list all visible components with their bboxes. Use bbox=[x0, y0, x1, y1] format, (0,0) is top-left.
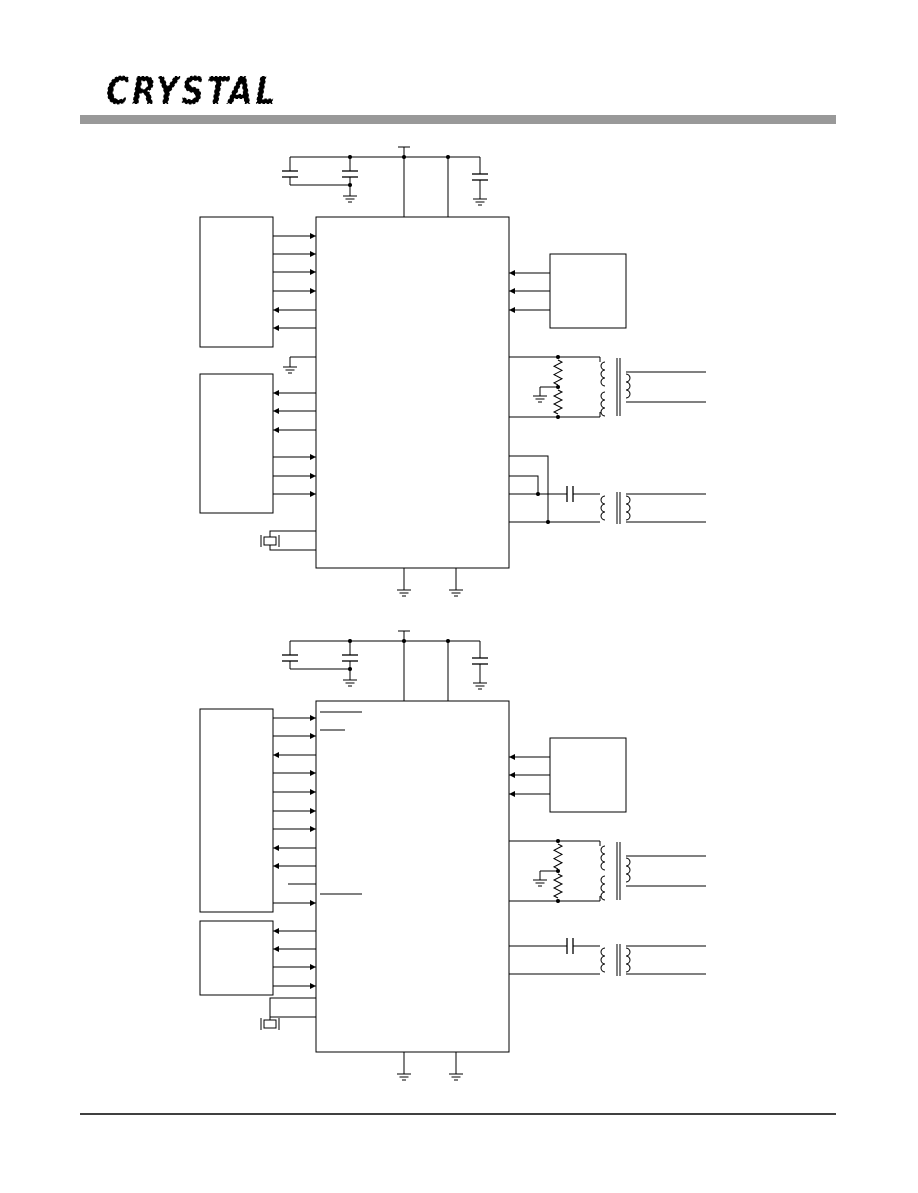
arrow-icon bbox=[310, 770, 316, 776]
control-logic-block bbox=[549, 737, 627, 813]
arrow-icon bbox=[310, 808, 316, 814]
coil-icon bbox=[600, 495, 606, 521]
junction-dot bbox=[402, 155, 406, 159]
transceiver-ic bbox=[315, 700, 510, 1053]
arrow-icon bbox=[273, 307, 279, 313]
arrow-icon bbox=[310, 269, 316, 275]
arrow-icon bbox=[273, 390, 279, 396]
arrow-icon bbox=[273, 427, 279, 433]
crystal-logo: CRYSTAL CRYSTAL bbox=[105, 68, 278, 114]
arrow-icon bbox=[509, 754, 515, 760]
junction-dot bbox=[348, 183, 352, 187]
arrow-icon bbox=[509, 791, 515, 797]
resistor-icon bbox=[552, 843, 564, 870]
upper-application-schematic bbox=[199, 146, 706, 597]
arrow-icon bbox=[310, 826, 316, 832]
arrow-icon bbox=[273, 845, 279, 851]
wire bbox=[269, 545, 316, 551]
coil-icon bbox=[600, 875, 606, 901]
serial-port-block bbox=[199, 373, 274, 514]
arrow-icon bbox=[310, 288, 316, 294]
arrow-icon bbox=[310, 454, 316, 460]
arrow-icon bbox=[273, 946, 279, 952]
arrow-icon bbox=[509, 270, 515, 276]
wire bbox=[509, 455, 549, 522]
coil-icon bbox=[625, 495, 631, 521]
wire bbox=[509, 475, 539, 494]
coil-icon bbox=[625, 857, 631, 883]
arrow-icon bbox=[273, 863, 279, 869]
host-interface-block bbox=[199, 216, 274, 348]
transceiver-ic bbox=[315, 216, 510, 569]
coil-icon bbox=[625, 947, 631, 973]
wire bbox=[269, 997, 316, 1020]
coil-icon bbox=[625, 373, 631, 399]
junction-dot bbox=[402, 639, 406, 643]
wire bbox=[269, 1016, 316, 1028]
arrow-icon bbox=[509, 307, 515, 313]
coil-icon bbox=[600, 361, 606, 387]
arrow-icon bbox=[310, 900, 316, 906]
lower-application-schematic bbox=[199, 630, 706, 1081]
header-rule bbox=[80, 115, 836, 124]
arrow-icon bbox=[310, 473, 316, 479]
control-logic-block bbox=[549, 253, 627, 329]
arrow-icon bbox=[310, 491, 316, 497]
wire bbox=[269, 530, 316, 537]
resistor-icon bbox=[552, 389, 564, 415]
arrow-icon bbox=[273, 325, 279, 331]
arrow-icon bbox=[273, 408, 279, 414]
coil-icon bbox=[600, 391, 606, 417]
coil-icon bbox=[600, 947, 606, 973]
host-interface-block bbox=[199, 708, 274, 913]
arrow-icon bbox=[310, 964, 316, 970]
arrow-icon bbox=[509, 288, 515, 294]
arrow-icon bbox=[310, 251, 316, 257]
crystal-logo-stripes: CRYSTAL bbox=[106, 69, 278, 113]
coil-icon bbox=[600, 845, 606, 871]
arrow-icon bbox=[310, 789, 316, 795]
crystal-icon bbox=[263, 1019, 277, 1029]
junction-dot bbox=[348, 667, 352, 671]
crystal-logo-outline: CRYSTAL bbox=[106, 69, 278, 113]
resistor-icon bbox=[552, 873, 564, 899]
arrow-icon bbox=[310, 983, 316, 989]
serial-port-block bbox=[199, 920, 274, 996]
arrow-icon bbox=[509, 772, 515, 778]
arrow-icon bbox=[310, 733, 316, 739]
arrow-icon bbox=[273, 752, 279, 758]
arrow-icon bbox=[310, 715, 316, 721]
arrow-icon bbox=[273, 928, 279, 934]
crystal-icon bbox=[263, 536, 277, 546]
arrow-icon bbox=[310, 233, 316, 239]
resistor-icon bbox=[552, 359, 564, 386]
